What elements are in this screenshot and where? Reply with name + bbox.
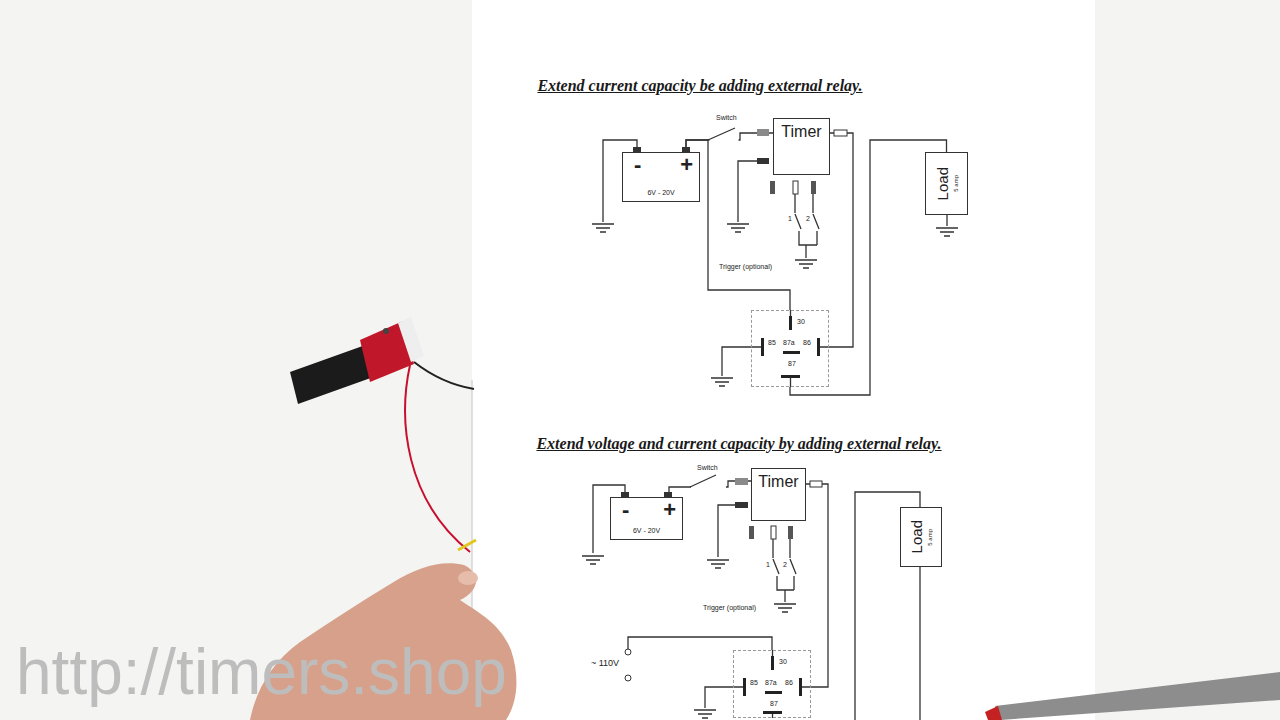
switch-number: 2 (783, 561, 787, 568)
pin-number: 87a (783, 339, 795, 346)
pen (995, 672, 1280, 720)
wire-connector (686, 140, 790, 310)
yellow-wire (458, 540, 476, 550)
pin-number: 30 (797, 318, 805, 325)
pin-number: 86 (785, 679, 793, 686)
pin-number: 85 (750, 679, 758, 686)
switch-label: Switch (697, 464, 718, 471)
relay-pin (817, 338, 820, 356)
pin-number: 86 (803, 339, 811, 346)
relay-pin (763, 711, 782, 714)
switch-label: Switch (716, 114, 737, 121)
timer-terminal (834, 130, 847, 136)
relay-pin (799, 678, 802, 696)
switch-number: 1 (766, 561, 770, 568)
timer-label: Timer (781, 124, 821, 140)
timer-terminal (757, 158, 769, 164)
terminal-sign: + (680, 154, 693, 176)
switch-number: 1 (788, 215, 792, 222)
timer-terminal (788, 526, 793, 539)
timer-box: Timer (773, 118, 830, 175)
switch-gap (710, 134, 739, 146)
ground-symbol (582, 224, 958, 718)
voltage-rating: 6V - 20V (633, 527, 660, 534)
pin-number: 87a (765, 679, 777, 686)
load-box: Load5 amp (900, 507, 942, 567)
relay-pin (771, 656, 774, 670)
relay-pin (783, 351, 800, 354)
mains-terminal (625, 649, 631, 655)
relay-pin (761, 338, 764, 356)
timer-module-knob (383, 328, 389, 334)
timer-terminal (811, 181, 816, 194)
switch-lever (708, 128, 735, 140)
relay-box: 30 85 87a 86 87 (751, 310, 829, 387)
black-wire (414, 362, 474, 389)
mains-terminal (625, 675, 631, 681)
timer-terminal (770, 181, 775, 194)
wire (603, 140, 947, 376)
trigger-note: Trigger (optional) (719, 263, 772, 270)
load-rating: 5 amp (927, 529, 933, 546)
relay-pin (743, 678, 746, 696)
red-wire (405, 365, 470, 552)
section-heading: Extend voltage and current capacity by a… (536, 436, 941, 452)
timer-terminal (793, 181, 798, 194)
wire-connector (806, 484, 828, 687)
relay-pin (781, 375, 800, 378)
relay-pin (789, 316, 792, 330)
timer-terminal (735, 478, 748, 485)
load-rating: 5 amp (953, 175, 959, 192)
trigger-note: Trigger (optional) (703, 604, 756, 611)
wire-connector (829, 133, 853, 347)
relay-stub (751, 310, 829, 387)
relay-pin (765, 691, 782, 694)
paper-sheet (472, 0, 1095, 720)
switch-number: 2 (806, 215, 810, 222)
load-label: Load (935, 167, 950, 200)
load-label: Load (909, 520, 924, 553)
wire-connector (790, 140, 947, 395)
timer-terminal (771, 526, 776, 539)
timer-box: Timer (751, 468, 806, 521)
terminal-sign: + (663, 499, 676, 521)
terminal-sign: - (634, 154, 641, 176)
thumbnail (458, 571, 478, 585)
pin-number: 87 (770, 700, 778, 707)
battery-box: - +6V - 20V (610, 497, 683, 540)
terminal-sign: - (622, 499, 629, 521)
relay-stub (733, 650, 811, 718)
pin-number: 30 (779, 658, 787, 665)
load-box: Load5 amp (925, 152, 968, 215)
pin-number: 85 (768, 339, 776, 346)
timer-terminal (757, 129, 769, 136)
timer-label: Timer (758, 474, 798, 490)
timer-terminal (749, 526, 754, 539)
switch-lever (690, 475, 716, 487)
diagram-title: Extend current capacity be adding extern… (537, 78, 862, 94)
voltage-rating: 6V - 20V (647, 189, 674, 196)
pin-number: 87 (788, 360, 796, 367)
timer-terminal (810, 481, 822, 487)
pen-tip (985, 706, 1002, 720)
timer-module-end (398, 317, 424, 362)
relay-box: 30 85 87a 86 87 (733, 650, 811, 718)
timer-terminal (735, 502, 748, 508)
watermark: http://timers.shop (16, 640, 507, 704)
mains-voltage: ~ 110V (591, 659, 619, 668)
battery-box: - +6V - 20V (622, 152, 700, 202)
